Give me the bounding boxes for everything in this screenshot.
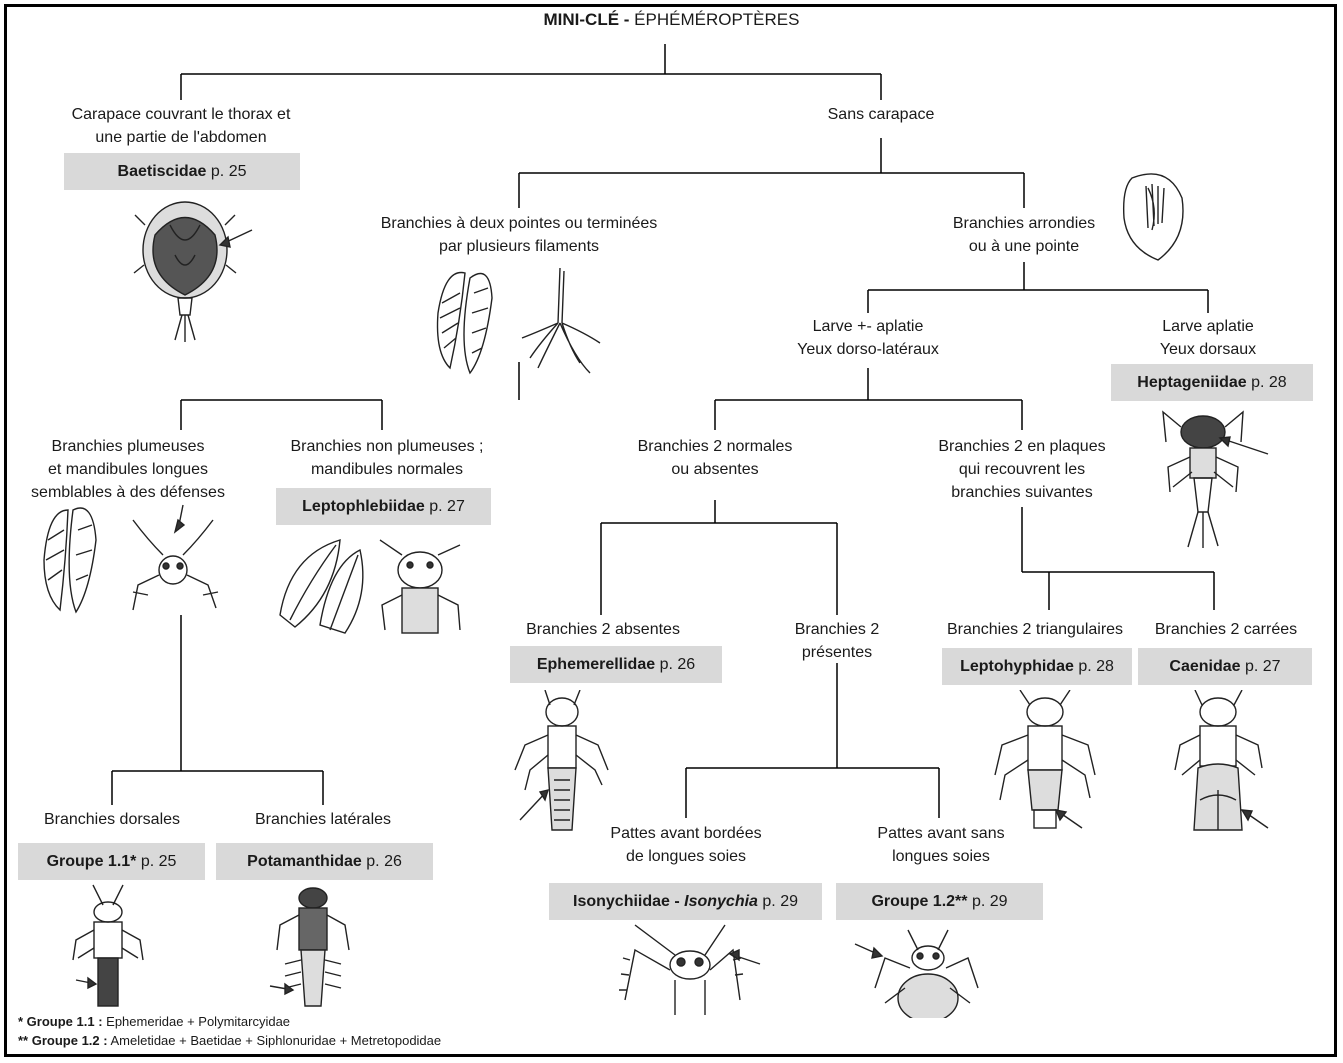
caenidae-larva-illustration bbox=[1174, 690, 1269, 831]
family-isonychiidae: Isonychiidae - Isonychia p. 29 bbox=[549, 883, 822, 920]
node-dorsales: Branchies dorsales bbox=[43, 811, 181, 828]
footnote-groupe-1-1: * Groupe 1.1 : Ephemeridae + Polymitarcy… bbox=[18, 1014, 291, 1029]
family-baetiscidae: Baetiscidae p. 25 bbox=[64, 153, 300, 190]
potamanthidae-larva-illustration bbox=[269, 887, 350, 1007]
plumose-gills-tusks-illustration bbox=[43, 504, 219, 614]
baetiscidae-larva-illustration bbox=[133, 201, 253, 342]
node-sans-carapace: Sans carapace bbox=[827, 106, 935, 123]
footnote-groupe-1-2: ** Groupe 1.2 : Ameletidae + Baetidae + … bbox=[18, 1033, 442, 1048]
groupe-1-2-larva-illustration bbox=[854, 929, 979, 1018]
family-groupe-1-1: Groupe 1.1* p. 25 bbox=[18, 843, 205, 880]
node-absentes: Branchies 2 absentes bbox=[526, 621, 680, 638]
groupe-1-1-larva-illustration bbox=[72, 884, 144, 1007]
leptophlebiidae-illustration bbox=[279, 539, 461, 634]
ephemerellidae-larva-illustration bbox=[514, 690, 609, 831]
two-pointed-gills-illustration bbox=[436, 267, 601, 375]
leptohyphidae-larva-illustration bbox=[994, 690, 1096, 829]
outer-border bbox=[4, 4, 1337, 1057]
family-groupe-1-2: Groupe 1.2** p. 29 bbox=[836, 883, 1043, 920]
family-ephemerellidae: Ephemerellidae p. 26 bbox=[510, 646, 722, 683]
family-caenidae: Caenidae p. 27 bbox=[1138, 648, 1312, 685]
node-carrees: Branchies 2 carrées bbox=[1154, 621, 1298, 638]
rounded-gill-illustration bbox=[1122, 173, 1184, 261]
family-leptophlebiidae: Leptophlebiidae p. 27 bbox=[276, 488, 491, 525]
isonychia-larva-illustration bbox=[619, 924, 761, 1015]
family-heptageniidae: Heptageniidae p. 28 bbox=[1111, 364, 1313, 401]
family-leptohyphidae: Leptohyphidae p. 28 bbox=[942, 648, 1132, 685]
node-laterales: Branchies latérales bbox=[254, 811, 392, 828]
node-triangulaires: Branchies 2 triangulaires bbox=[946, 621, 1124, 638]
heptageniidae-larva-illustration bbox=[1162, 410, 1269, 548]
node-non-plumeuses: Branchies non plumeuses ;mandibules norm… bbox=[290, 438, 484, 478]
diagram-title: MINI-CLÉ - ÉPHÉMÉROPTÈRES bbox=[543, 10, 800, 29]
family-potamanthidae: Potamanthidae p. 26 bbox=[216, 843, 433, 880]
